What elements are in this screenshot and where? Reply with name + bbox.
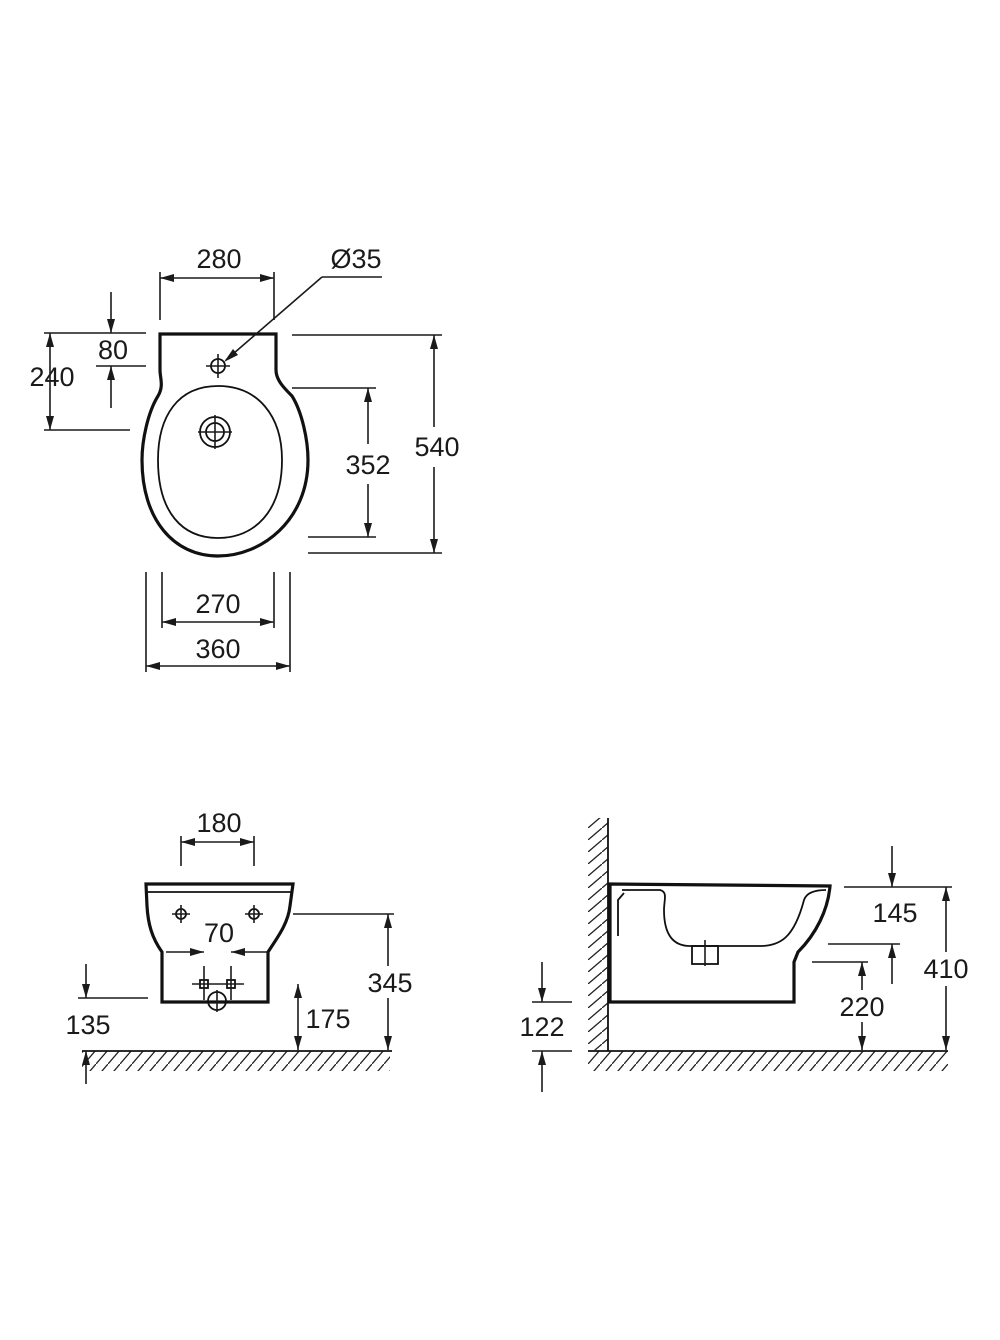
dim-540: 540 [292, 334, 460, 554]
dim-122: 122 [519, 962, 572, 1092]
label-180: 180 [196, 808, 241, 838]
label-410: 410 [923, 954, 968, 984]
dim-280: 280 [159, 244, 275, 320]
label-70: 70 [204, 918, 234, 948]
top-view: 280 Ø35 80 240 [29, 244, 460, 672]
label-175: 175 [305, 1004, 350, 1034]
side-drain [691, 940, 719, 966]
dim-145: 145 [828, 846, 952, 984]
label-345: 345 [367, 968, 412, 998]
label-360: 360 [195, 634, 240, 664]
label-280: 280 [196, 244, 241, 274]
label-135: 135 [65, 1010, 110, 1040]
label-diameter-35: Ø35 [330, 244, 381, 274]
dim-270-360: 270 360 [145, 572, 291, 672]
dim-180: 180 [180, 808, 255, 866]
label-220: 220 [839, 992, 884, 1022]
top-view-outline [140, 332, 310, 558]
side-view-outline [608, 882, 832, 1004]
dim-175: 175 [294, 984, 351, 1050]
dim-70: 70 [166, 918, 268, 956]
label-80: 80 [98, 335, 128, 365]
label-540: 540 [414, 432, 459, 462]
top-view-bowl [157, 385, 283, 539]
front-view: 180 70 345 175 [65, 808, 413, 1084]
dim-80-240: 80 240 [29, 292, 146, 431]
side-view-bowl [622, 889, 827, 947]
dim-345: 345 [293, 913, 413, 1050]
drain-hole [198, 415, 232, 449]
dim-diameter-35: Ø35 [224, 244, 382, 362]
side-view: 145 410 220 122 [519, 818, 969, 1092]
front-floor-hatch [82, 1051, 390, 1071]
dim-135: 135 [65, 964, 148, 1084]
fixing-holes [172, 905, 263, 923]
side-wall-hatch [588, 818, 608, 1050]
dim-220: 220 [812, 961, 885, 1050]
label-270: 270 [195, 589, 240, 619]
side-floor-hatch [588, 1051, 948, 1071]
dim-410: 410 [923, 887, 969, 1050]
inlet-holes [192, 966, 244, 1012]
label-240: 240 [29, 362, 74, 392]
label-145: 145 [872, 898, 917, 928]
label-122: 122 [519, 1012, 564, 1042]
tap-hole [206, 354, 230, 378]
label-352: 352 [345, 450, 390, 480]
dim-352: 352 [292, 387, 391, 538]
